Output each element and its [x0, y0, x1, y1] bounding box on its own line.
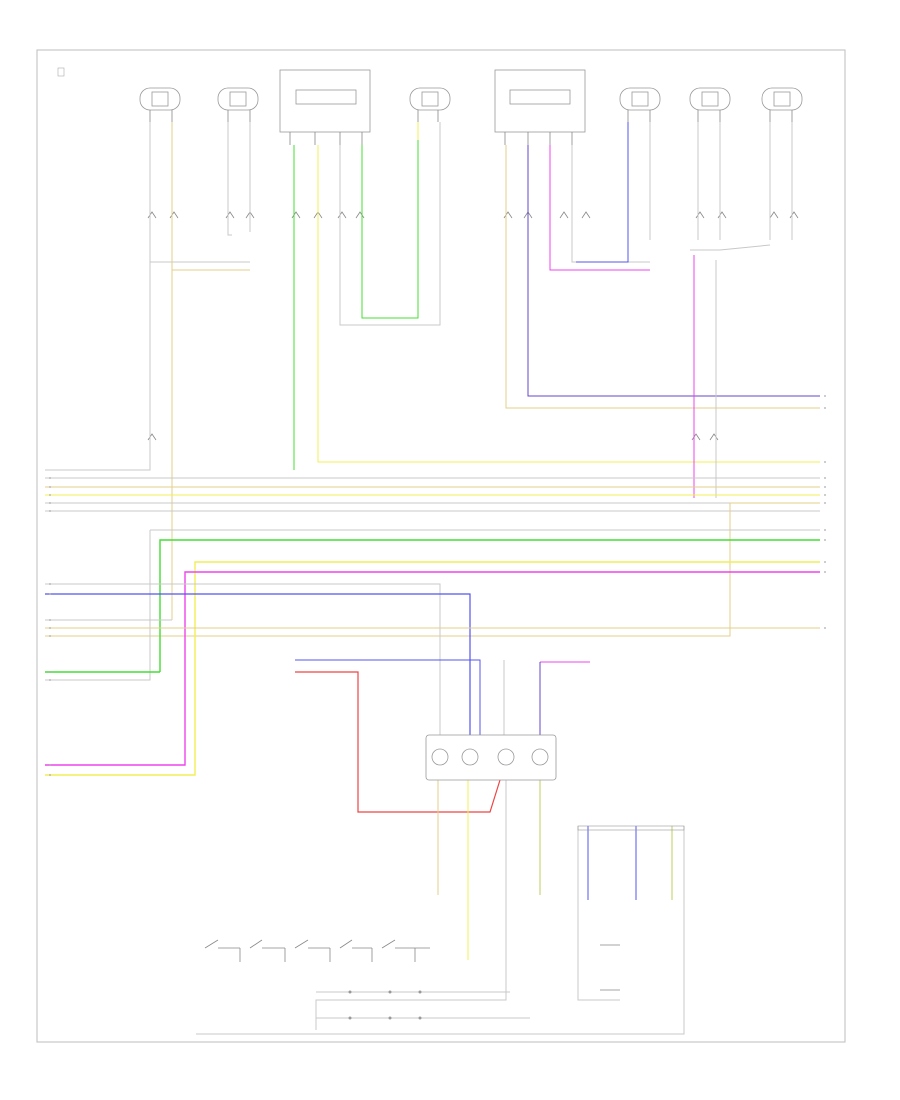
top-components: [139, 69, 803, 145]
amplifier: [425, 734, 557, 781]
bottom-right-module: [577, 825, 685, 991]
speaker-2: [217, 87, 259, 122]
connector-marks: [147, 211, 799, 441]
speaker-3: [409, 87, 451, 122]
module-right: [494, 69, 586, 145]
speaker-5: [689, 87, 731, 122]
switch-row: [204, 939, 430, 962]
resistor-marks: [348, 990, 422, 1020]
top-left-note: [57, 67, 65, 77]
right-terminals: [824, 395, 826, 629]
diagram-frame: [36, 49, 846, 1043]
left-terminals: [49, 477, 51, 776]
speaker-6: [761, 87, 803, 122]
wires: [45, 122, 820, 1035]
module-left: [279, 69, 371, 145]
speaker-1: [139, 87, 181, 122]
speaker-4: [619, 87, 661, 122]
